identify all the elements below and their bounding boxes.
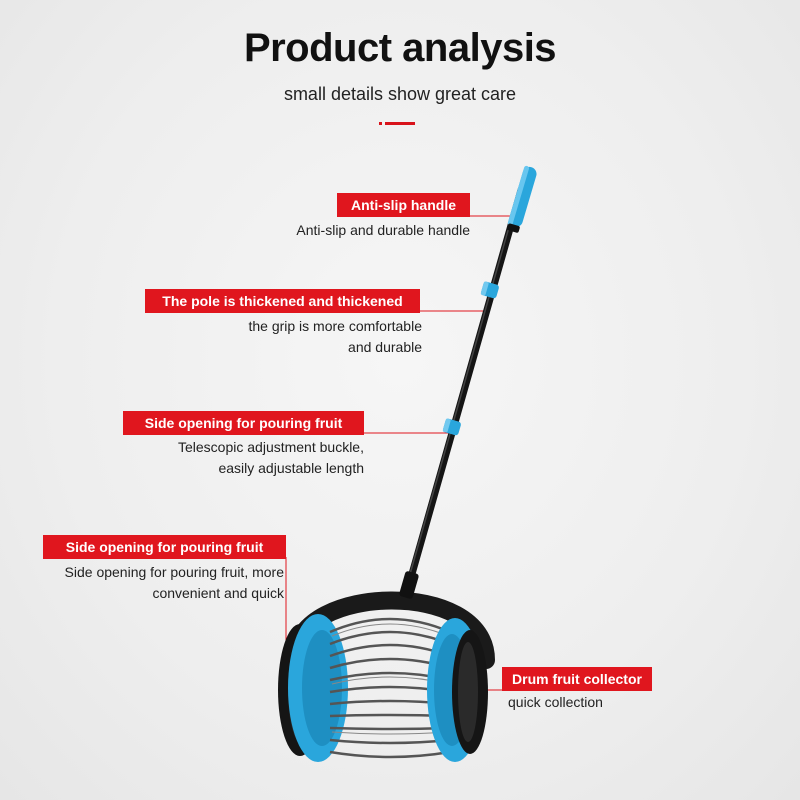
pole <box>404 186 525 592</box>
callout-desc-drum: quick collection <box>508 694 603 710</box>
callout-label-buckle: Side opening for pouring fruit <box>123 411 364 435</box>
callout-desc-buckle-line1: Telescopic adjustment buckle, <box>178 439 364 455</box>
callout-label-side-opening: Side opening for pouring fruit <box>43 535 286 559</box>
adjustment-buckle-upper <box>480 281 499 299</box>
callout-desc-side-opening: Side opening for pouring fruit, more con… <box>65 562 284 604</box>
callout-desc-pole: the grip is more comfortable and durable <box>248 316 422 358</box>
callout-desc-buckle: Telescopic adjustment buckle, easily adj… <box>178 437 364 479</box>
title-accent-line <box>379 122 415 125</box>
page-title: Product analysis <box>243 26 557 70</box>
callout-desc-side-line1: Side opening for pouring fruit, more <box>64 564 284 580</box>
page-subtitle: small details show great care <box>283 84 517 104</box>
callout-label-handle: Anti-slip handle <box>337 193 470 217</box>
pole-base-connector <box>399 571 419 599</box>
pole-highlight <box>405 191 520 589</box>
callout-desc-pole-line1: the grip is more comfortable <box>248 318 422 334</box>
callout-desc-handle: Anti-slip and durable handle <box>296 222 470 238</box>
callout-desc-side-line2: convenient and quick <box>152 585 284 601</box>
adjustment-buckle-lower <box>442 418 461 436</box>
callout-desc-buckle-line2: easily adjustable length <box>218 460 364 476</box>
callout-label-drum: Drum fruit collector <box>502 667 652 691</box>
anti-slip-handle <box>507 165 537 233</box>
callout-desc-pole-line2: and durable <box>348 339 422 355</box>
callout-label-pole: The pole is thickened and thickened <box>145 289 420 313</box>
